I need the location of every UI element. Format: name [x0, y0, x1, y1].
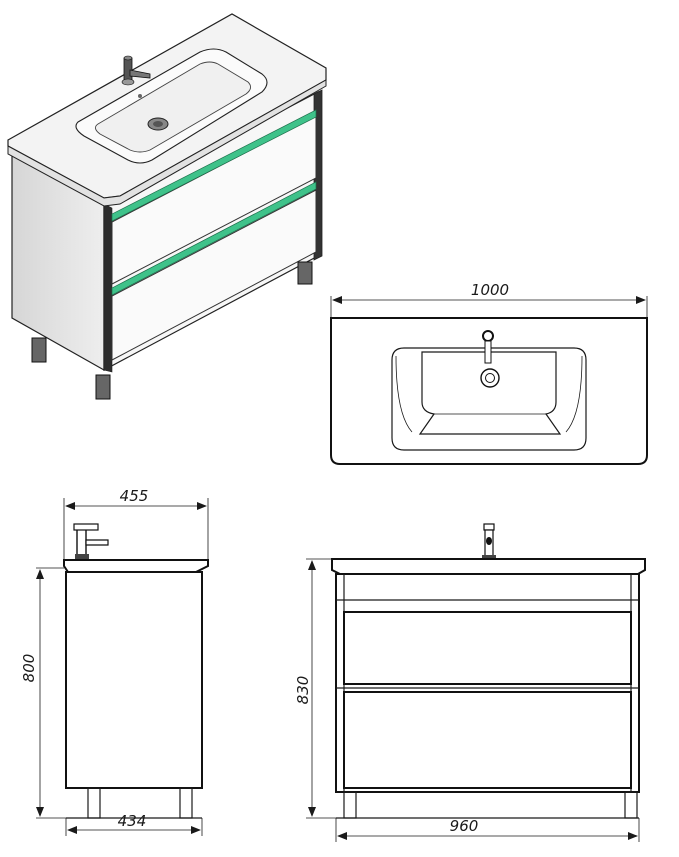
basin-outer-outline	[391, 347, 587, 451]
leg-front	[95, 374, 111, 400]
isometric-view	[7, 13, 327, 400]
dimension-side-depth-top: 455	[120, 487, 149, 505]
faucet-side-icon	[73, 523, 109, 559]
front-lower-drawer	[343, 691, 632, 789]
dimension-front-height: 830	[294, 676, 312, 705]
side-cabinet-body	[65, 571, 203, 789]
countertop-front-edge	[7, 79, 327, 207]
front-cabinet-frame	[335, 573, 640, 793]
lower-drawer-front	[111, 189, 317, 361]
front-upper-drawer	[343, 611, 632, 685]
dimension-front-width: 960	[450, 817, 479, 835]
side-view: 455 800 434	[20, 487, 209, 836]
faucet-top-icon	[482, 330, 494, 342]
basin-inner-outline	[418, 351, 562, 435]
faucet-icon	[121, 55, 151, 86]
faucet-front-icon	[482, 523, 496, 559]
countertop-outline	[330, 317, 648, 465]
front-leg-left	[343, 791, 357, 819]
side-leg-right	[179, 787, 193, 819]
front-view: 830 960	[294, 523, 646, 842]
dimension-top-width: 1000	[471, 281, 509, 299]
upper-drawer-handle	[111, 109, 317, 222]
top-view: 1000	[330, 281, 648, 465]
basin-bowl	[95, 61, 251, 153]
front-leg-right	[624, 791, 638, 819]
side-countertop	[63, 559, 209, 573]
dimension-side-depth-base: 434	[118, 812, 147, 830]
lower-drawer-handle	[111, 181, 317, 296]
leg-left-front	[31, 337, 47, 363]
side-leg-left	[87, 787, 101, 819]
dimension-side-height: 800	[20, 654, 38, 683]
front-countertop	[331, 558, 646, 575]
leg-right	[297, 261, 313, 285]
